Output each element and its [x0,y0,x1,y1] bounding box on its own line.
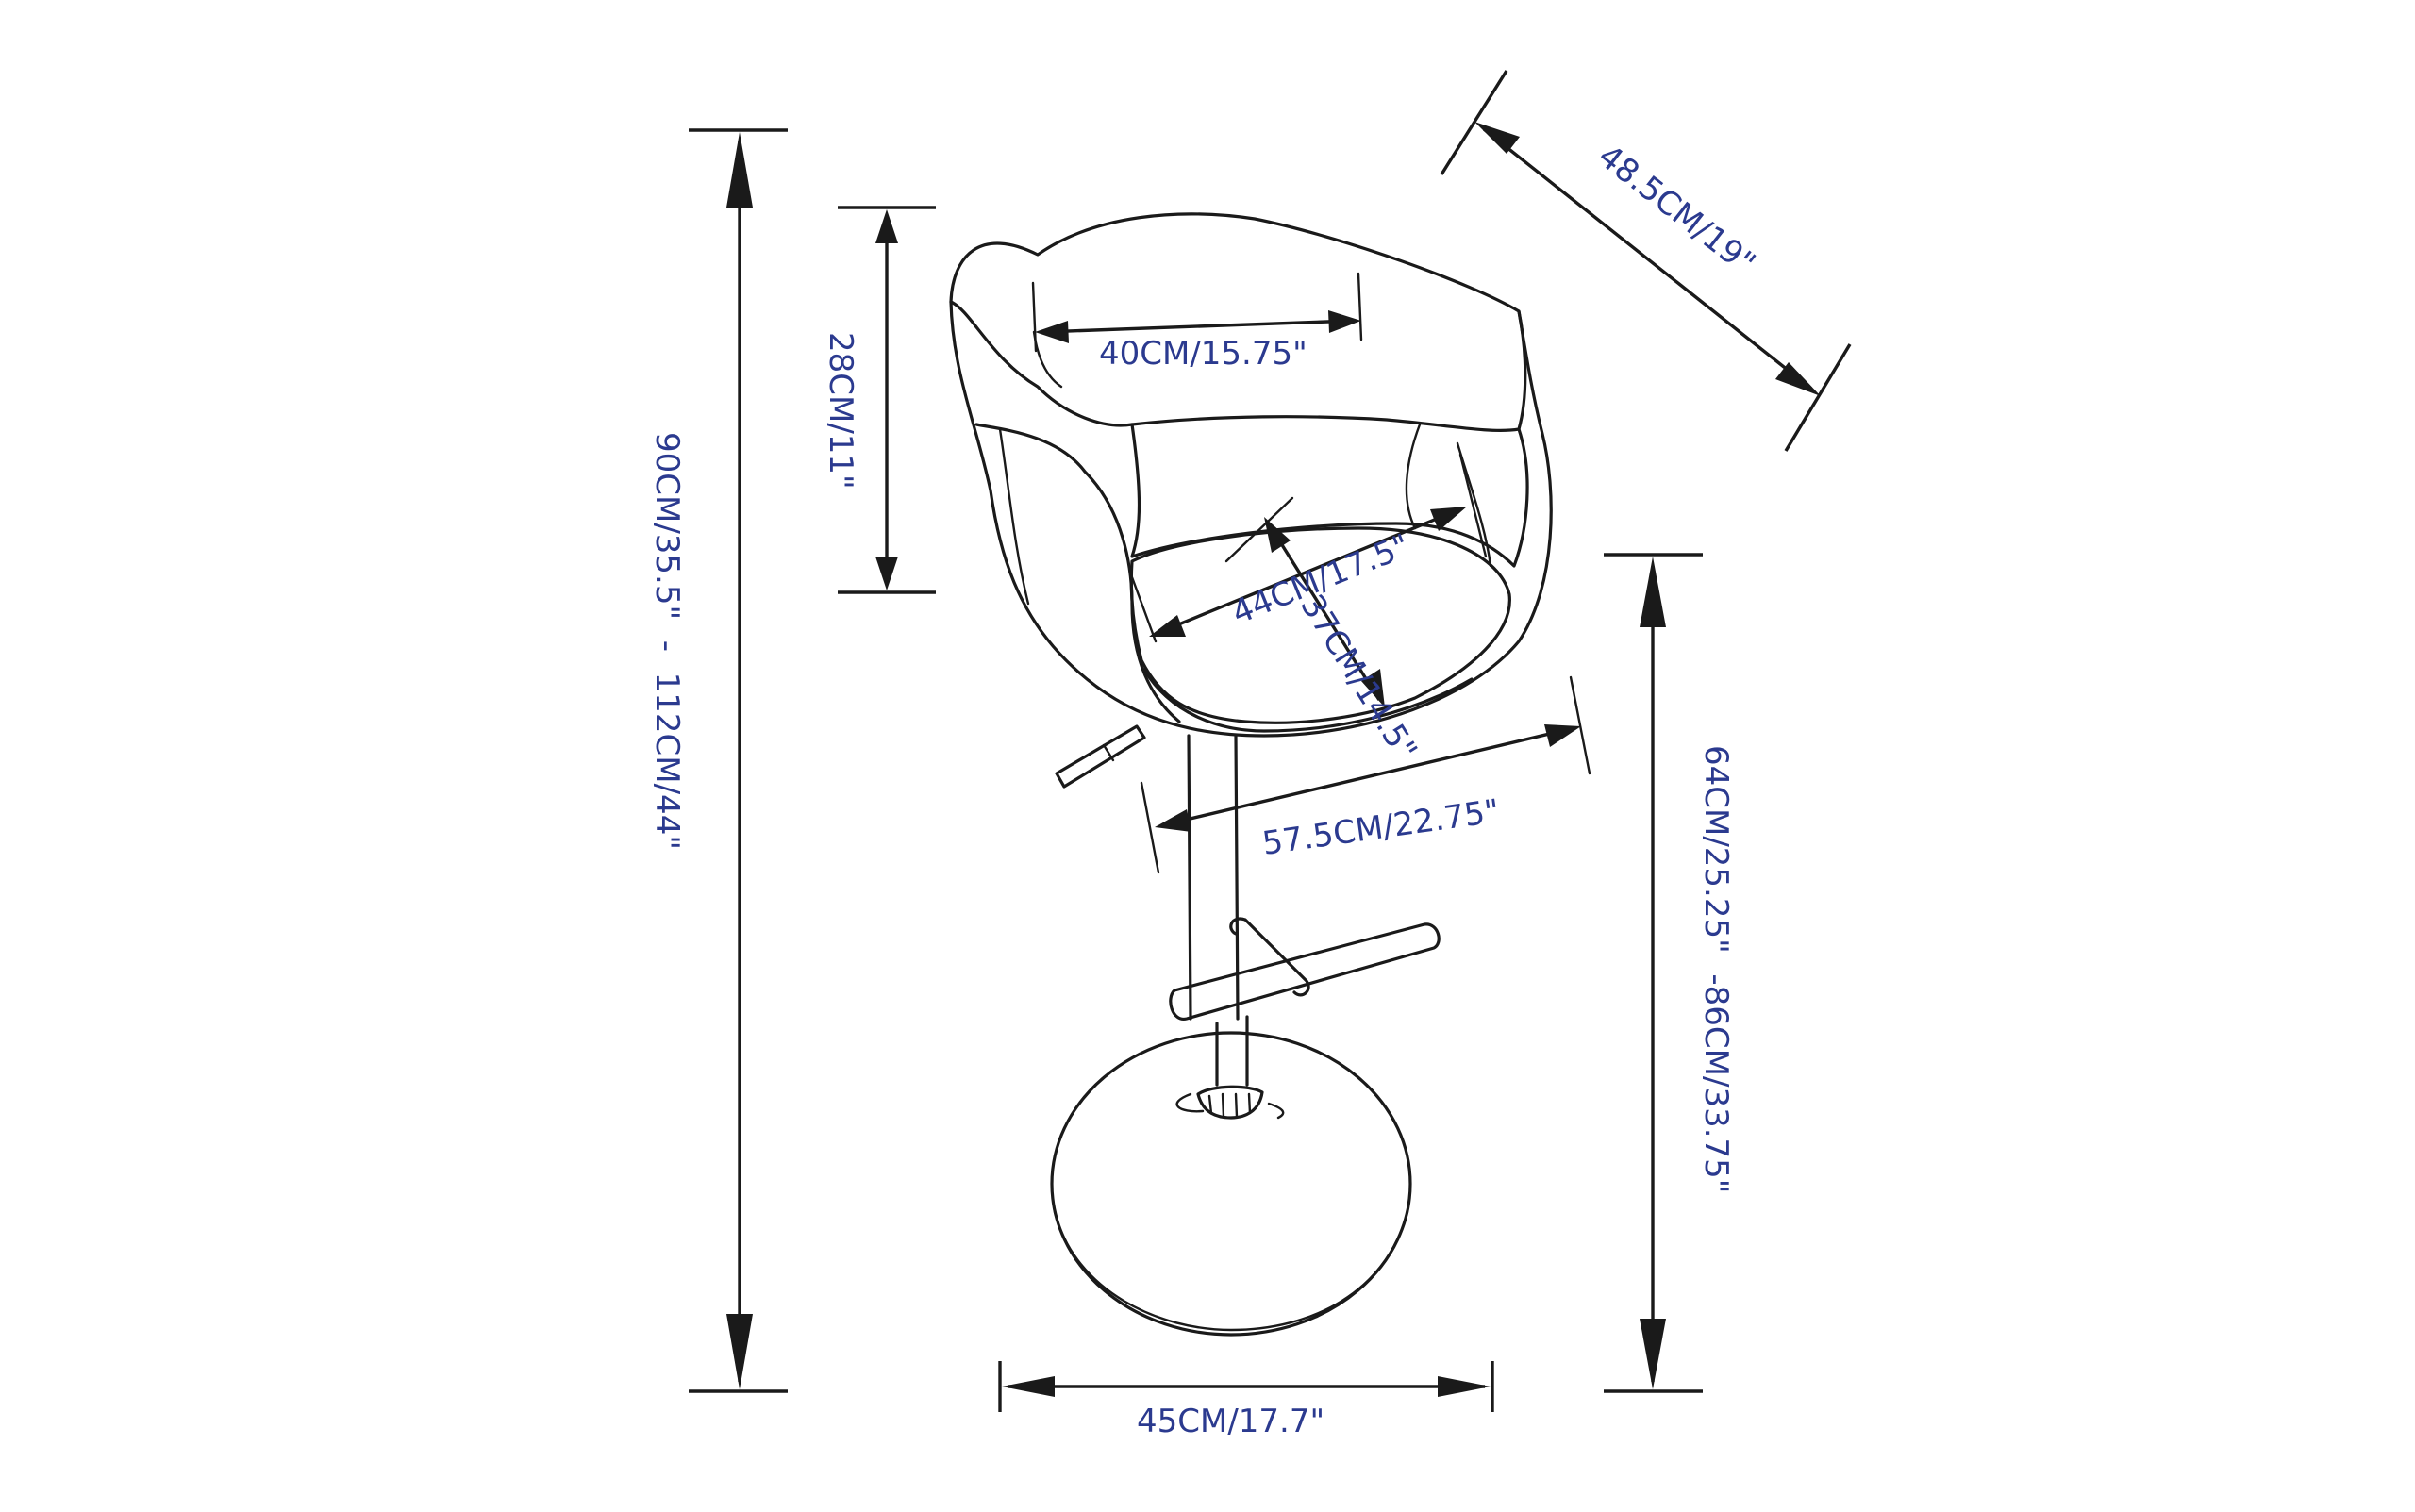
seat-depth-line [1268,524,1381,701]
bar-stool-drawing [949,212,1553,1337]
inner-width-tick-left [1031,281,1038,353]
inner-width-tick-right [1357,272,1363,341]
depth-tick-bottom [1784,343,1852,452]
arm-width-arrow-left [1155,809,1191,832]
arm-width-arrow-right [1544,724,1581,747]
seat-depth-arrow-top [1264,517,1291,553]
depth-arrow-top [1474,122,1520,154]
inner-backrest [1130,423,1529,568]
seat-depth-label: 37CM/14.5" [1292,589,1424,768]
round-base-rim [1053,1210,1409,1332]
arm-width-line [1161,726,1574,827]
gas-lift-lever-joint [1102,743,1115,762]
seat-cushion [1129,526,1511,724]
back-height-arrow-bottom [875,557,898,590]
seat-width-tick-right [1458,453,1488,558]
left-side-panel-edge [998,427,1030,606]
base-width-arrow-right [1438,1376,1491,1397]
round-base [1050,1031,1412,1337]
inner-width-line [1041,319,1355,334]
seat-cushion-edge [1142,668,1474,733]
total-height-arrow-bottom [726,1314,753,1389]
depth-tick-top [1440,70,1508,175]
backrest-rim [949,300,1527,432]
seat-height-arrow-bottom [1640,1319,1666,1389]
seat-depth-tick-top [1224,496,1294,563]
seat-width-line [1155,508,1458,636]
inner-width-label: 40CM/15.75" [1099,335,1307,373]
pole-left [1187,734,1192,1021]
pole-right [1234,734,1240,1021]
base-width-arrow-left [1002,1376,1055,1397]
back-height-arrow-top [875,209,898,243]
dimension-labels: 90CM/35.5" - 112CM/44" 28CM/11" 40CM/15.… [648,138,1762,1440]
footrest-bar-back [1229,917,1310,997]
left-side-panel [974,423,1181,723]
inner-width-arrow-left [1035,321,1069,343]
seat-width-tick-left [1130,575,1158,643]
dimension-lines [689,70,1852,1412]
inner-width-arrow-right [1328,310,1361,333]
arm-width-label: 57.5CM/22.75" [1260,792,1502,863]
seat-depth-arrow-bottom [1361,669,1385,707]
backrest-rim-inner [1032,330,1063,389]
seat-height-label: 64CM/25.25" -86CM/33.75" [1697,745,1735,1193]
base-shadow [1175,1092,1285,1120]
total-height-label: 90CM/35.5" - 112CM/44" [648,432,686,850]
back-height-label: 28CM/11" [822,332,859,490]
seat-width-arrow-left [1149,615,1186,637]
total-height-arrow-top [726,132,753,208]
base-collar-ridges [1208,1092,1252,1119]
base-width-label: 45CM/17.7" [1137,1403,1324,1440]
depth-arrow-bottom [1775,362,1821,396]
depth-line [1482,127,1813,390]
shell-outline [949,212,1553,738]
gas-lift-lever [1055,724,1146,789]
depth-label: 48.5CM/19" [1591,138,1762,283]
footrest-bar [1169,922,1441,1021]
seat-height-arrow-top [1640,557,1666,627]
arm-width-tick-right [1569,675,1591,775]
arm-width-tick-left [1140,781,1160,874]
backrest-crease [1405,423,1422,530]
base-collar [1196,1085,1264,1120]
seat-width-arrow-right [1430,507,1467,531]
